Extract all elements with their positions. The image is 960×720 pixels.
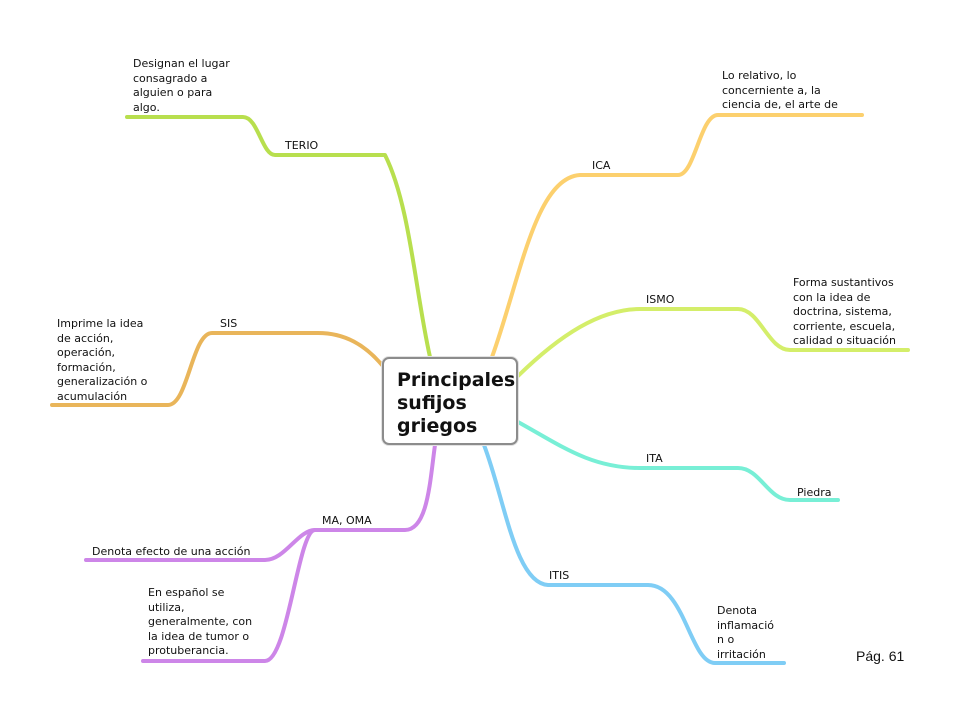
description-line: formación, (57, 360, 116, 374)
description-line: Imprime la idea (57, 317, 144, 330)
description-line: ciencia de, el arte de (722, 98, 838, 112)
description-line: consagrado a (133, 71, 208, 85)
description-line: con la idea de (793, 290, 871, 304)
description-line: concerniente a, la (722, 83, 821, 97)
description-line: algo. (133, 100, 160, 114)
branch-label-terio[interactable]: TERIO (285, 139, 319, 152)
branch-label-ma-oma[interactable]: MA, OMA (322, 514, 372, 527)
description-line: generalmente, con (148, 615, 253, 629)
description-line: n o (717, 633, 735, 647)
branch-label-itis[interactable]: ITIS (549, 569, 570, 582)
description-line: Designan el lugar (133, 57, 230, 70)
branch-itis (482, 443, 786, 665)
central-topic-line-1: Principales (397, 369, 516, 391)
branch-ica (490, 113, 864, 359)
description-line: de acción, (57, 331, 114, 345)
description-ma-oma-1[interactable]: Denota efecto de una acción (92, 545, 251, 560)
description-line: Forma sustantivos (793, 276, 894, 289)
description-ma-oma-2[interactable]: En español se utiliza, generalmente, con… (148, 586, 252, 659)
description-line: doctrina, sistema, (793, 305, 892, 319)
description-line: En español se (148, 586, 225, 599)
description-line: utiliza, (148, 600, 185, 614)
central-topic[interactable]: Principales sufijos griegos (382, 357, 518, 445)
branch-label-sis[interactable]: SIS (220, 317, 238, 330)
description-line: Lo relativo, lo (722, 69, 797, 82)
branch-ma-oma-sub (141, 528, 317, 663)
branch-ita (516, 420, 840, 502)
branch-ma-oma (84, 443, 437, 562)
page-number: Pág. 61 (856, 648, 905, 664)
description-line: inflamació (717, 618, 774, 632)
branch-ismo (516, 307, 910, 378)
description-line: corriente, escuela, (793, 319, 896, 333)
central-topic-line-3: griegos (397, 415, 478, 437)
description-line: calidad o situación (793, 334, 896, 348)
description-line: la idea de tumor o (148, 629, 250, 643)
branch-label-ismo[interactable]: ISMO (646, 293, 675, 306)
description-ica[interactable]: Lo relativo, lo concerniente a, la cienc… (722, 69, 838, 113)
central-topic-line-2: sufijos (397, 392, 467, 414)
description-line: generalización o (57, 375, 148, 389)
description-line: alguien o para (133, 86, 213, 100)
description-ita[interactable]: Piedra (797, 486, 831, 501)
description-line: Denota (717, 604, 757, 617)
description-line: protuberancia. (148, 644, 229, 658)
description-sis[interactable]: Imprime la idea de acción, operación, fo… (57, 317, 147, 405)
description-line: irritación (717, 647, 766, 661)
description-line: operación, (57, 346, 116, 360)
branch-label-ita[interactable]: ITA (646, 452, 663, 465)
branch-label-ica[interactable]: ICA (592, 159, 611, 172)
description-line: acumulación (57, 389, 128, 403)
description-line: Denota efecto de una acción (92, 545, 251, 558)
branch-terio (125, 115, 432, 359)
description-line: Piedra (797, 486, 832, 499)
description-terio[interactable]: Designan el lugar consagrado a alguien o… (133, 57, 230, 115)
branch-sis (50, 331, 384, 407)
description-ismo[interactable]: Forma sustantivos con la idea de doctrin… (793, 276, 896, 349)
description-itis[interactable]: Denota inflamació n o irritación (717, 604, 774, 662)
